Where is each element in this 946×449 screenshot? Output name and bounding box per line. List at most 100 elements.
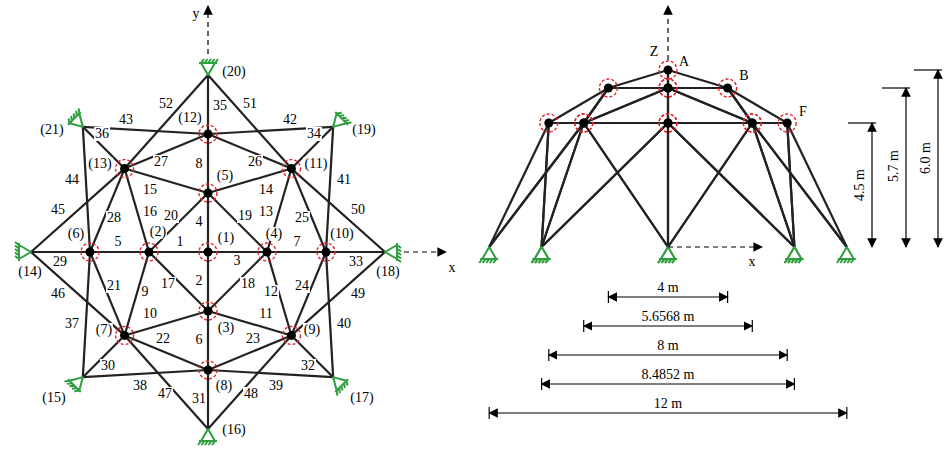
member-number: 42: [282, 113, 298, 127]
pin-support-symbol: [658, 247, 677, 263]
joint-dot: [664, 84, 673, 93]
joint-dot: [322, 248, 331, 257]
dimension-label: 5.6568 m: [641, 310, 696, 324]
dimension-tick: [914, 69, 942, 70]
truss-member: [549, 88, 609, 123]
joint-dot: [204, 366, 213, 375]
member-number: 50: [350, 203, 366, 217]
axis-arrow: [207, 6, 208, 54]
design-joint-marker: [199, 125, 217, 143]
member-number: 12: [263, 285, 279, 299]
design-joint-marker: [199, 184, 217, 202]
dimension-line: [549, 354, 787, 355]
design-joint-marker: [317, 243, 335, 261]
pin-support-symbol: [532, 247, 551, 263]
pin-support-symbol: [837, 247, 856, 263]
member-number: 19: [237, 209, 253, 223]
design-joint-marker: [199, 302, 217, 320]
truss-member: [489, 123, 584, 247]
member-number: 28: [106, 211, 122, 225]
joint-dot: [579, 119, 588, 128]
truss-member: [752, 122, 787, 124]
dimension-label: 4.5 m: [853, 168, 867, 202]
joint-number: (4): [265, 227, 283, 241]
design-joint-marker: [258, 243, 276, 261]
joint-number: (5): [216, 169, 234, 183]
truss-member: [208, 252, 267, 311]
member-number: 4: [195, 215, 204, 229]
point-label: F: [798, 105, 808, 119]
member-number: 25: [294, 211, 310, 225]
design-joint-marker: [282, 160, 300, 178]
dimension-line: [489, 412, 847, 413]
member-number: 45: [50, 203, 66, 217]
member-number: 5: [114, 235, 123, 249]
joint-dot: [723, 84, 732, 93]
truss-member: [584, 123, 668, 247]
member-number: 41: [336, 173, 352, 187]
truss-member: [667, 88, 669, 123]
design-joint-marker: [116, 326, 134, 344]
dimension-line: [608, 296, 727, 297]
truss-member: [667, 88, 669, 123]
member-number: 2: [195, 274, 204, 288]
dimension-label: 12 m: [653, 397, 683, 411]
design-joint-marker: [659, 114, 677, 132]
joint-dot: [664, 119, 673, 128]
truss-member: [149, 193, 208, 252]
joint-dot: [287, 331, 296, 340]
truss-member: [584, 88, 668, 123]
member-number: 13: [258, 205, 274, 219]
truss-member: [542, 123, 584, 247]
dimension-tick: [489, 407, 490, 419]
truss-member: [667, 123, 669, 247]
pin-support-symbol: [333, 112, 351, 127]
design-joint-marker: [199, 243, 217, 261]
truss-member: [584, 88, 668, 123]
member-number: 34: [306, 127, 322, 141]
truss-member: [489, 123, 584, 247]
truss-member: [584, 123, 668, 247]
dimension-tick: [848, 122, 876, 123]
truss-member: [326, 252, 333, 377]
joint-dot: [579, 119, 588, 128]
member-number: 39: [268, 379, 284, 393]
member-number: 35: [212, 99, 228, 113]
member-number: 23: [245, 332, 261, 346]
design-joint-marker: [743, 114, 761, 132]
dimension-label: 8.4852 m: [641, 368, 696, 382]
design-joint-marker: [575, 114, 593, 132]
truss-member: [83, 252, 90, 377]
member-number: 48: [243, 387, 259, 401]
truss-member: [787, 123, 794, 247]
member-number: 29: [52, 255, 68, 269]
axis-arrow: [668, 246, 762, 247]
design-joint-marker: [599, 79, 617, 97]
truss-member: [207, 370, 209, 429]
truss-member: [667, 123, 669, 247]
member-number: 44: [64, 173, 80, 187]
member-number: 22: [155, 332, 171, 346]
truss-member: [584, 122, 668, 124]
pin-supports: [479, 247, 856, 263]
joint-dot: [748, 119, 757, 128]
member-number: 21: [106, 279, 122, 293]
joint-number: (15): [41, 391, 66, 405]
design-joint-marker: [778, 114, 796, 132]
joint-number: (3): [217, 321, 235, 335]
dimension-label: 4 m: [656, 281, 679, 295]
joint-number: (9): [303, 323, 321, 337]
member-number: 7: [293, 235, 302, 249]
design-joint-marker: [540, 114, 558, 132]
truss-member: [125, 335, 208, 429]
design-joint-marker: [659, 79, 677, 97]
truss-member: [668, 123, 794, 247]
truss-member: [549, 122, 584, 124]
truss-member: [542, 123, 668, 247]
dimension-tick: [752, 320, 753, 332]
dimension-label: 8 m: [656, 339, 679, 353]
design-joint-marker: [659, 61, 677, 79]
truss-member: [728, 88, 788, 123]
truss-member: [752, 123, 847, 247]
axis-label: x: [448, 261, 457, 275]
